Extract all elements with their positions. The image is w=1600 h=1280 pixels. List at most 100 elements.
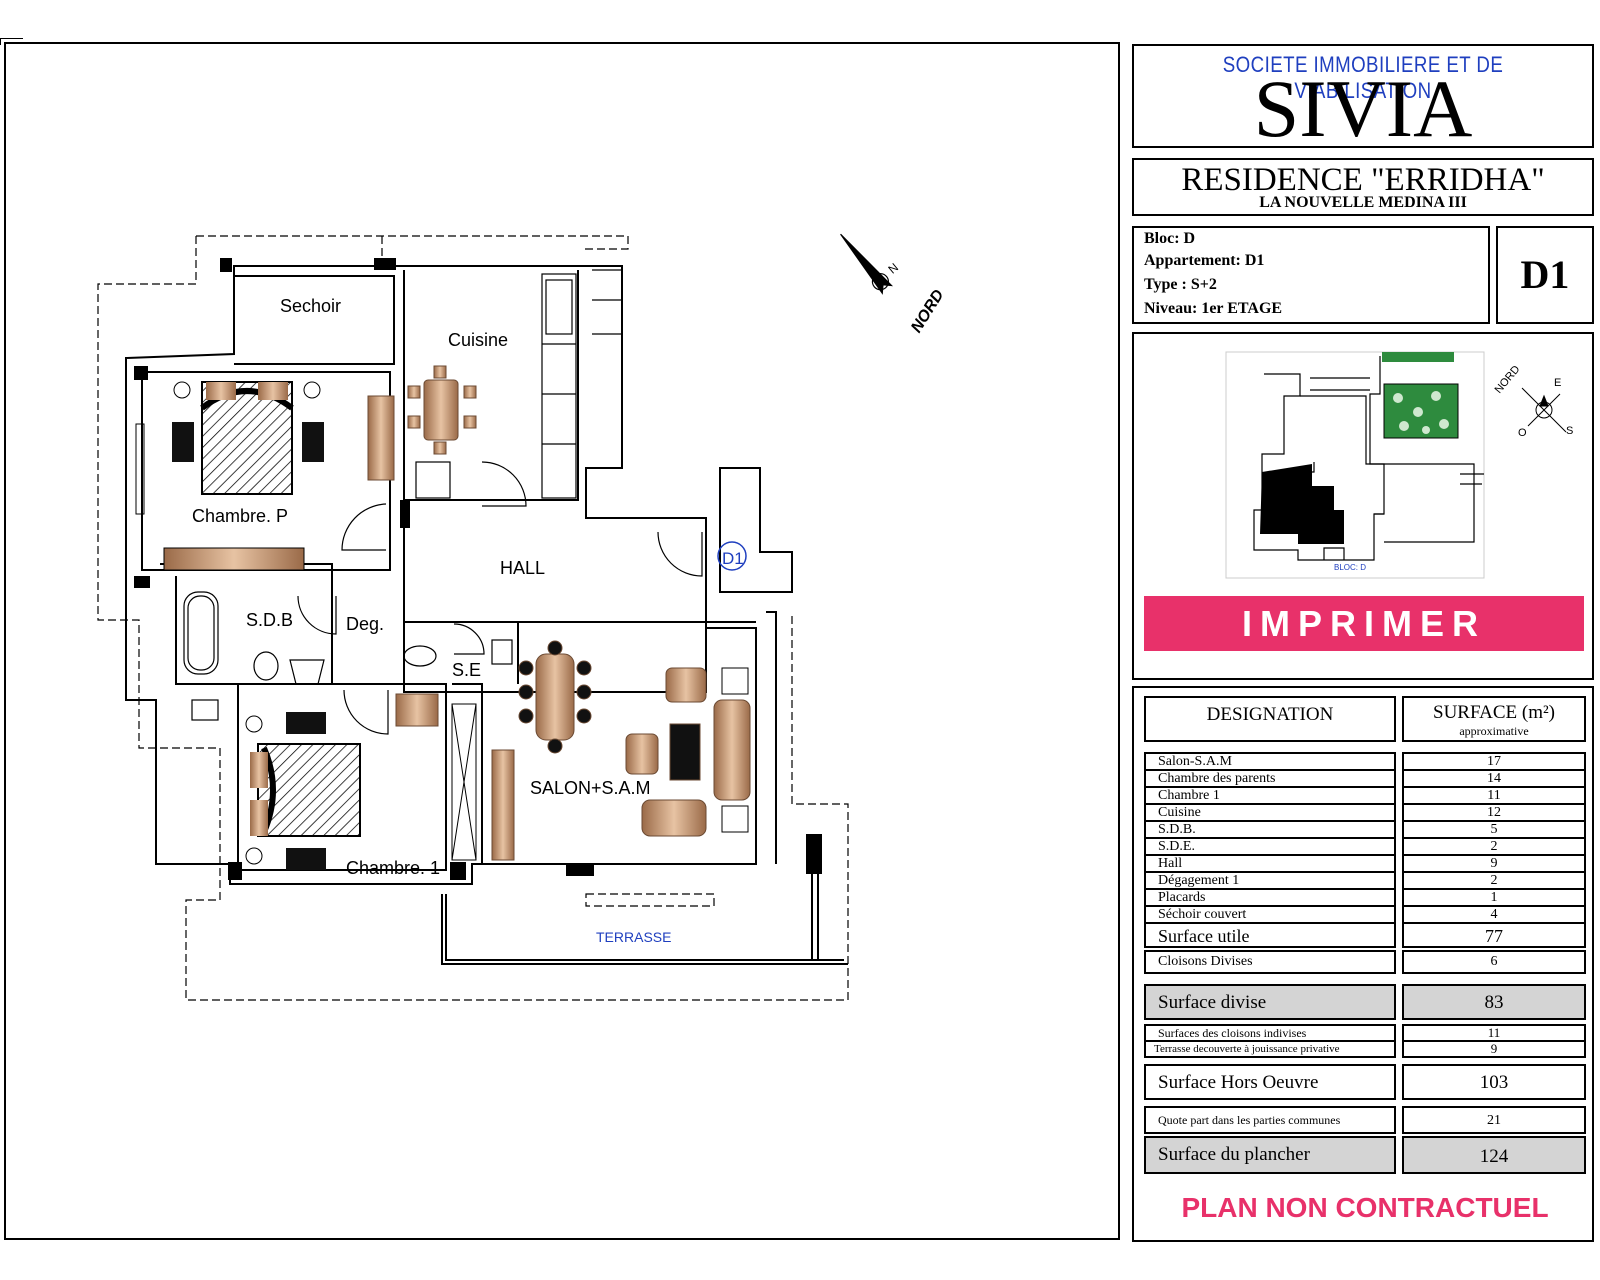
room-label-terrasse: TERRASSE <box>596 929 671 945</box>
row-label: Chambre 1 <box>1158 788 1220 803</box>
hors-oeuvre-value-cell: 103 <box>1402 1064 1586 1100</box>
terrasse-privative-value-cell: 9 <box>1402 1040 1586 1058</box>
compass-label-e: E <box>1554 377 1561 389</box>
surface-utile-label-cell: Surface utile <box>1144 922 1396 948</box>
room-label-salon: SALON+S.A.M <box>530 778 651 798</box>
master-bed <box>135 381 395 571</box>
row-value: 11 <box>1487 788 1501 803</box>
cloisons-divises-value-cell: 6 <box>1402 950 1586 974</box>
pillars <box>134 258 822 880</box>
row-label: Placards <box>1158 890 1206 905</box>
apartment-code: D1 <box>1520 252 1570 297</box>
cloisons-indivises-value: 11 <box>1487 1025 1501 1040</box>
surface-divise-value-cell: 83 <box>1402 984 1586 1020</box>
room-label-hall: HALL <box>500 558 545 578</box>
row-value: 4 <box>1490 907 1498 922</box>
room-label-chambre-p: Chambre. P <box>192 506 288 526</box>
room-label-cuisine: Cuisine <box>448 330 508 350</box>
cloisons-divises-value: 6 <box>1490 954 1498 969</box>
room-label-deg: Deg. <box>346 614 384 634</box>
header-surface-note: approximative <box>1459 724 1529 738</box>
row-label: Chambre des parents <box>1158 771 1276 786</box>
header-surface-cell: SURFACE (m²) approximative <box>1402 696 1586 742</box>
cloisons-divises-label-cell: Cloisons Divises <box>1144 950 1396 974</box>
north-arrow: N <box>840 233 901 295</box>
plancher-label: Surface du plancher <box>1158 1144 1310 1165</box>
residence-header: RESIDENCE "ERRIDHA" LA NOUVELLE MEDINA I… <box>1132 158 1594 216</box>
kitchen-table <box>407 365 477 455</box>
quote-part-label: Quote part dans les parties communes <box>1158 1113 1341 1127</box>
hors-oeuvre-value: 103 <box>1479 1072 1509 1093</box>
hors-oeuvre-label-cell: Surface Hors Oeuvre <box>1144 1064 1396 1100</box>
info-bloc: Bloc: D <box>1144 230 1196 247</box>
row-label: Cuisine <box>1158 805 1201 820</box>
room-label-sdb: S.D.B <box>246 610 293 630</box>
company-name: SIVIA <box>1253 63 1473 154</box>
key-plan: BLOC: D NORD E S O <box>1225 351 1573 579</box>
row-value: 2 <box>1490 839 1498 854</box>
row-label: Salon-S.A.M <box>1158 754 1232 769</box>
compass-label-o: O <box>1518 427 1527 439</box>
bathroom-fixtures <box>183 591 513 721</box>
row-label: Dégagement 1 <box>1158 873 1240 888</box>
row-value: 9 <box>1490 856 1498 871</box>
plancher-value: 124 <box>1479 1146 1509 1167</box>
surface-divise-value: 83 <box>1484 992 1504 1013</box>
north-arrow-letter: N <box>885 260 901 276</box>
row-value: 12 <box>1487 805 1501 820</box>
key-plan-caption: BLOC: D <box>1334 563 1366 572</box>
surface-utile-label: Surface utile <box>1158 926 1250 946</box>
compass-icon <box>1521 387 1567 433</box>
walls <box>125 265 848 965</box>
cloisons-divises-label: Cloisons Divises <box>1158 954 1253 969</box>
residence-name: RESIDENCE "ERRIDHA" <box>1181 162 1545 198</box>
print-button[interactable]: IMPRIMER <box>1144 596 1584 651</box>
header-designation: DESIGNATION <box>1206 704 1334 725</box>
info-niveau: Niveau: 1er ETAGE <box>1144 300 1283 317</box>
terrasse-privative-label-cell: Terrasse decouverte à jouissance privati… <box>1144 1040 1396 1058</box>
row-label: Hall <box>1158 856 1183 871</box>
disclaimer: PLAN NON CONTRACTUEL <box>1181 1192 1549 1223</box>
door-swings <box>297 461 703 735</box>
room-label-se: S.E <box>452 660 481 680</box>
kitchen-counter <box>415 269 622 499</box>
surface-divise-label: Surface divise <box>1158 992 1267 1013</box>
key-plan-panel: BLOC: D NORD E S O <box>1132 332 1594 680</box>
row-value: 1 <box>1490 890 1498 905</box>
quote-part-label-cell: Quote part dans les parties communes <box>1144 1106 1396 1134</box>
row-value: 14 <box>1487 771 1501 786</box>
terrasse-privative-label: Terrasse decouverte à jouissance privati… <box>1154 1043 1340 1055</box>
residence-location: LA NOUVELLE MEDINA III <box>1259 194 1467 211</box>
row-label: S.D.B. <box>1158 822 1196 837</box>
salon-furniture <box>491 640 751 861</box>
floor-plan: N NORD Sechoir Cuisine Chambre. P HALL D… <box>97 233 948 1001</box>
row-value: 2 <box>1490 873 1498 888</box>
info-appartement: Appartement: D1 <box>1144 252 1265 269</box>
quote-part-value-cell: 21 <box>1402 1106 1586 1134</box>
terrasse-privative-value: 9 <box>1490 1041 1498 1056</box>
cloisons-indivises-label: Surfaces des cloisons indivises <box>1158 1026 1307 1040</box>
info-type: Type : S+2 <box>1144 276 1217 293</box>
hors-oeuvre-label: Surface Hors Oeuvre <box>1158 1072 1319 1093</box>
compass-label-n: NORD <box>1493 363 1523 396</box>
corner-mark <box>0 38 23 45</box>
row-value: 17 <box>1487 754 1501 769</box>
room-label-sechoir: Sechoir <box>280 296 341 316</box>
door-tag-d1: D1 <box>722 549 744 568</box>
row-label: S.D.E. <box>1158 839 1195 854</box>
surface-table-panel <box>1132 686 1594 1242</box>
child-bed <box>245 693 477 870</box>
row-value: 5 <box>1490 822 1498 837</box>
surface-divise-label-cell: Surface divise <box>1144 984 1396 1020</box>
room-label-chambre-1: Chambre. 1 <box>346 858 440 878</box>
plancher-value-cell: 124 <box>1402 1136 1586 1174</box>
surface-utile-value-cell: 77 <box>1402 922 1586 948</box>
quote-part-value: 21 <box>1487 1113 1501 1128</box>
north-label: NORD <box>908 287 948 336</box>
floor-plan-frame: N NORD Sechoir Cuisine Chambre. P HALL D… <box>4 42 1120 1240</box>
plancher-label-cell: Surface du plancher <box>1144 1136 1396 1174</box>
apartment-code-box: D1 <box>1496 226 1594 324</box>
apartment-info: Bloc: D Appartement: D1 Type : S+2 Nivea… <box>1132 226 1490 324</box>
header-surface: SURFACE (m²) <box>1433 702 1555 723</box>
compass-label-s: S <box>1566 425 1573 437</box>
